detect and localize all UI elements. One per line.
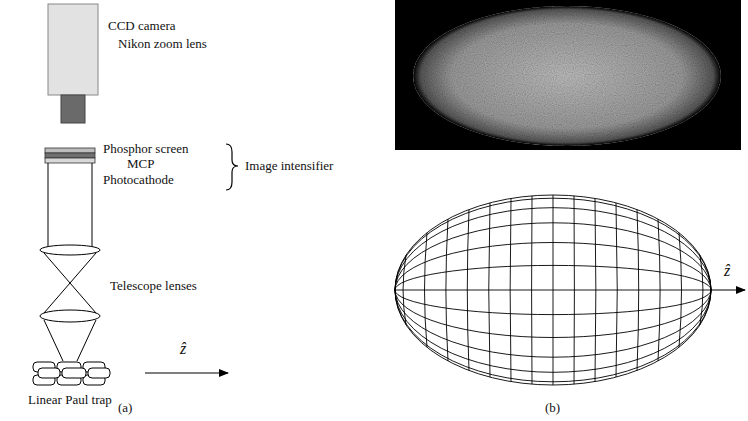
part-label: Telescope lenses [110, 278, 197, 293]
meridian-line [637, 210, 639, 371]
meridian-line [679, 233, 682, 348]
axis-label: ẑ [180, 340, 186, 358]
meridian-line [467, 210, 469, 371]
optical-beam [40, 163, 100, 361]
meridian-line [616, 203, 617, 377]
lens-label: Nikon zoom lens [118, 36, 207, 51]
layer-label: MCP [127, 156, 154, 171]
meridian-line [700, 255, 703, 325]
layer-label: Phosphor screen [103, 141, 189, 156]
zoom-lens [61, 95, 85, 123]
meridian-line [574, 196, 575, 384]
meridian-line [403, 255, 406, 325]
layer-label: Photocathode [103, 172, 174, 187]
ccd-camera [48, 4, 98, 95]
panel-label: (a) [118, 400, 132, 415]
meridian-line [489, 203, 490, 377]
axis-arrow [145, 372, 228, 373]
part-label: Linear Paul trap [28, 392, 112, 407]
meridian-line [658, 219, 660, 361]
meridian-line [595, 198, 597, 381]
image-intensifier [45, 148, 95, 163]
brace [226, 144, 238, 190]
meridian-line [510, 198, 512, 381]
meridian-line [425, 233, 428, 348]
meridian-line [531, 196, 532, 384]
axis-label: ẑ [724, 262, 730, 280]
panel-label: (b) [545, 400, 560, 415]
paul-trap [33, 362, 110, 385]
meridian-line [446, 219, 448, 361]
camera-label: CCD camera [108, 18, 176, 33]
axis-arrow [711, 289, 745, 290]
ellipsoid-model [395, 195, 711, 385]
part-label: Image intensifier [245, 158, 333, 173]
crystal-image [395, 0, 741, 150]
meridian-line [553, 195, 554, 385]
